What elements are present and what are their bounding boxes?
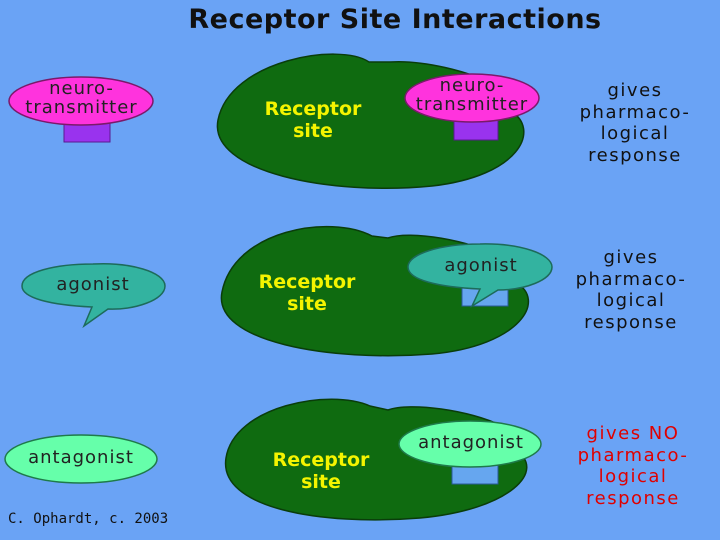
- response-3-line-2: pharmaco-: [560, 445, 706, 467]
- neurotransmitter-label-line-2: transmitter: [9, 99, 154, 118]
- response-3-line-4: response: [560, 488, 706, 510]
- response-1-line-4: response: [562, 145, 708, 167]
- response-2-line-2: pharmaco-: [558, 269, 704, 291]
- receptor-site-line-2: site: [248, 121, 378, 143]
- response-label-2: gives pharmaco- logical response: [558, 247, 704, 333]
- response-1-line-2: pharmaco-: [562, 102, 708, 124]
- credit-text: C. Ophardt, c. 2003: [8, 511, 168, 527]
- receptor-site-2-line-1: Receptor: [242, 272, 372, 294]
- response-1-line-3: logical: [562, 123, 708, 145]
- response-2-line-3: logical: [558, 290, 704, 312]
- receptor-site-label-2: Receptor site: [242, 272, 372, 316]
- neurotransmitter-label-left: neuro- transmitter: [9, 80, 154, 118]
- receptor-site-2-line-2: site: [242, 294, 372, 316]
- response-label-1: gives pharmaco- logical response: [562, 80, 708, 166]
- response-1-line-1: gives: [562, 80, 708, 102]
- neurotransmitter-tab-bound: [454, 120, 498, 140]
- agonist-label-left: agonist: [20, 276, 166, 295]
- agonist-label-bound: agonist: [408, 257, 554, 276]
- neurotransmitter-label-bound: neuro- transmitter: [404, 77, 540, 115]
- antagonist-label-left: antagonist: [4, 449, 158, 468]
- response-3-line-3: logical: [560, 466, 706, 488]
- antagonist-label-bound: antagonist: [398, 434, 544, 453]
- receptor-site-3-line-2: site: [256, 472, 386, 494]
- response-2-line-1: gives: [558, 247, 704, 269]
- neurotransmitter-bound-line-2: transmitter: [404, 96, 540, 115]
- response-3-line-1: gives NO: [560, 423, 706, 445]
- receptor-site-3-line-1: Receptor: [256, 450, 386, 472]
- receptor-site-label-3: Receptor site: [256, 450, 386, 494]
- response-label-3: gives NO pharmaco- logical response: [560, 423, 706, 509]
- receptor-site-line-1: Receptor: [248, 99, 378, 121]
- receptor-site-label-1: Receptor site: [248, 99, 378, 143]
- response-2-line-4: response: [558, 312, 704, 334]
